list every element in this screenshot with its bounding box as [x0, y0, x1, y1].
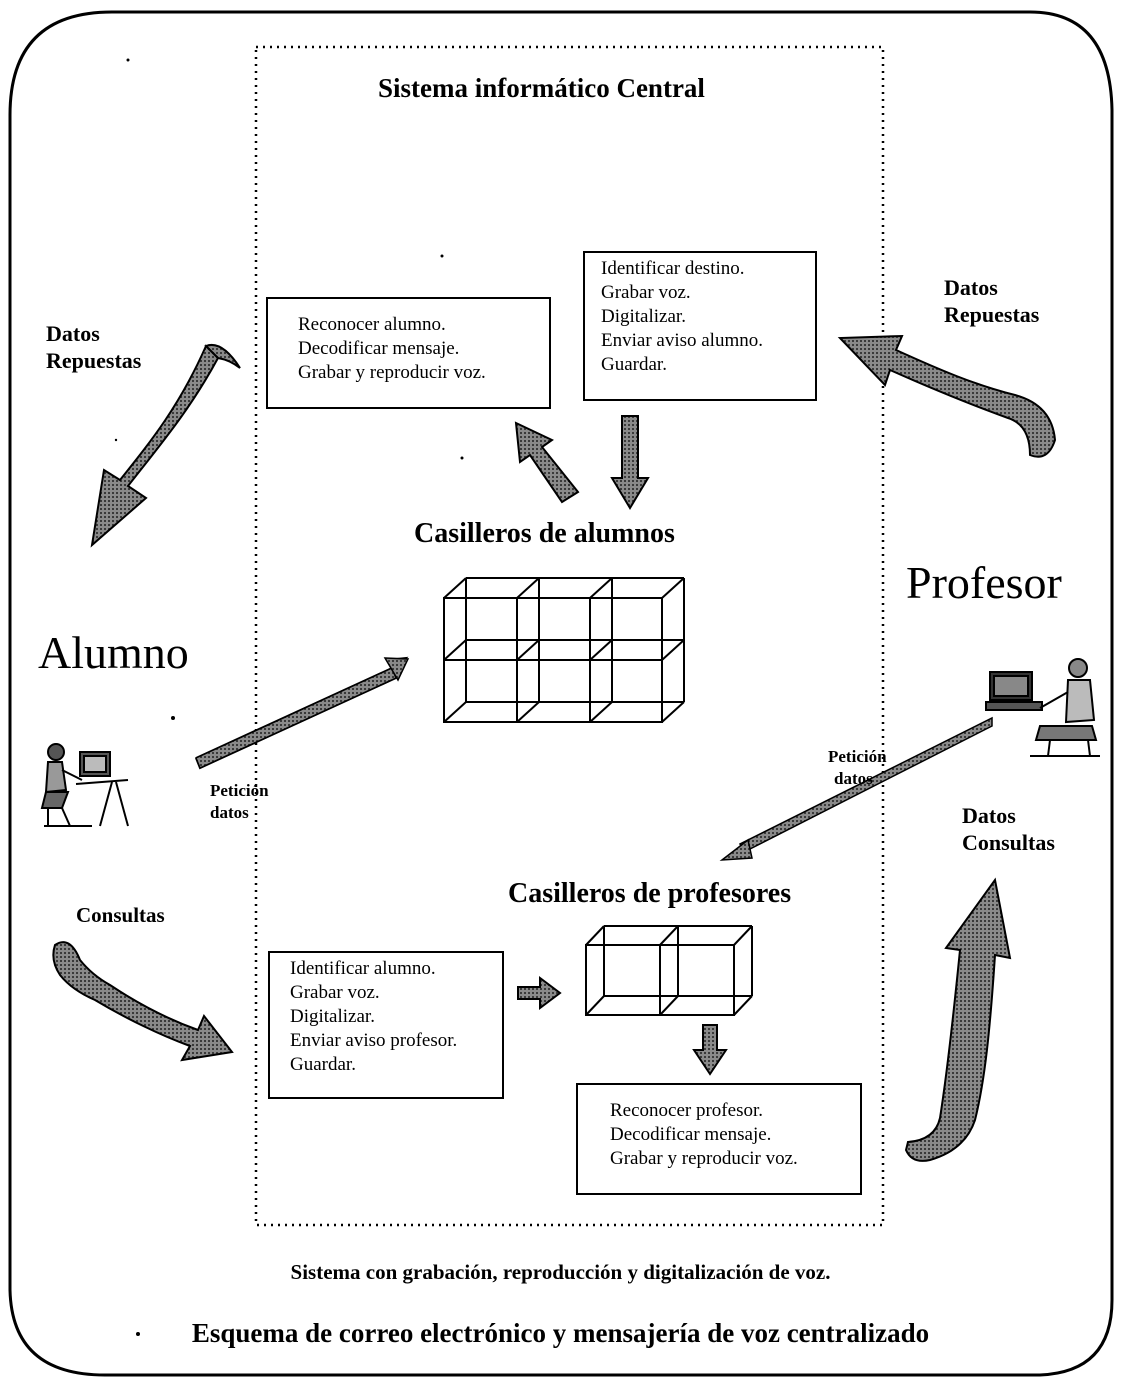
system-caption: Sistema con grabación, reproducción y di…	[290, 1260, 831, 1284]
left-top-label-line1: Datos	[46, 321, 100, 346]
right-top-label-line2: Repuestas	[944, 302, 1040, 327]
arrow-teacher-lockers-down-icon	[692, 1024, 728, 1076]
left-bottom-label: Consultas	[76, 903, 165, 927]
right-bottom-label: Datos Consultas	[962, 802, 1055, 856]
arrow-left-bottom-icon	[52, 941, 234, 1062]
arrow-identify-to-lockers-icon	[610, 415, 650, 510]
box-line: Enviar aviso alumno.	[601, 330, 763, 351]
box-line: Grabar voz.	[290, 982, 380, 1003]
student-request-label: Petición datos	[210, 780, 269, 824]
box-line: Decodificar mensaje.	[298, 338, 460, 359]
right-bottom-label-line2: Consultas	[962, 830, 1055, 855]
box-line: Decodificar mensaje.	[610, 1124, 772, 1145]
box-line: Digitalizar.	[601, 306, 686, 327]
teacher-request-label: Petición datos	[828, 746, 887, 790]
box-line: Enviar aviso profesor.	[290, 1030, 458, 1051]
teacher-request-line1: Petición	[828, 747, 887, 766]
right-top-label-line1: Datos	[944, 275, 998, 300]
right-top-label: Datos Repuestas	[944, 274, 1039, 328]
student-label: Alumno	[38, 627, 189, 678]
left-top-label-line2: Repuestas	[46, 348, 142, 373]
recognize-teacher-box: Reconocer profesor. Decodificar mensaje.…	[576, 1083, 862, 1195]
box-line: Identificar destino.	[601, 258, 745, 279]
recognize-student-box: Reconocer alumno. Decodificar mensaje. G…	[266, 297, 551, 409]
teacher-computer-icon	[985, 658, 1100, 757]
request-arrow-student-icon	[195, 656, 410, 770]
arrow-right-top-icon	[837, 334, 1057, 458]
student-request-line2: datos	[210, 803, 249, 822]
box-line: Reconocer profesor.	[610, 1100, 763, 1121]
right-bottom-label-line1: Datos	[962, 803, 1016, 828]
left-top-label: Datos Repuestas	[46, 320, 141, 374]
student-computer-icon	[40, 743, 129, 827]
student-request-line1: Petición	[210, 781, 269, 800]
box-line: Digitalizar.	[290, 1006, 375, 1027]
identify-destination-box: Identificar destino. Grabar voz. Digital…	[583, 251, 817, 401]
box-line: Guardar.	[290, 1054, 356, 1075]
student-lockers-grid-icon	[443, 577, 685, 723]
box-line: Guardar.	[601, 354, 667, 375]
specks	[114, 58, 464, 1336]
box-line: Grabar y reproducir voz.	[610, 1148, 798, 1169]
box-line: Grabar voz.	[601, 282, 691, 303]
central-system-title: Sistema informático Central	[378, 73, 705, 103]
identify-student-box: Identificar alumno. Grabar voz. Digitali…	[268, 951, 504, 1099]
arrow-right-bottom-icon	[904, 877, 1012, 1162]
arrow-identify-to-teacher-lockers-icon	[517, 976, 562, 1010]
box-line: Grabar y reproducir voz.	[298, 362, 486, 383]
outer-frame	[8, 10, 1114, 1377]
student-lockers-title: Casilleros de alumnos	[414, 518, 675, 549]
box-line: Reconocer alumno.	[298, 314, 446, 335]
arrow-left-top-icon	[90, 344, 241, 548]
teacher-lockers-title: Casilleros de profesores	[508, 878, 792, 909]
teacher-request-line2: datos	[834, 769, 873, 788]
request-arrow-teacher-icon	[719, 716, 993, 861]
teacher-lockers-grid-icon	[585, 925, 753, 1016]
box-line: Identificar alumno.	[290, 958, 436, 979]
arrow-lockers-to-recognize-icon	[514, 421, 580, 504]
teacher-label: Profesor	[906, 557, 1062, 608]
diagram-title: Esquema de correo electrónico y mensajer…	[191, 1318, 930, 1348]
